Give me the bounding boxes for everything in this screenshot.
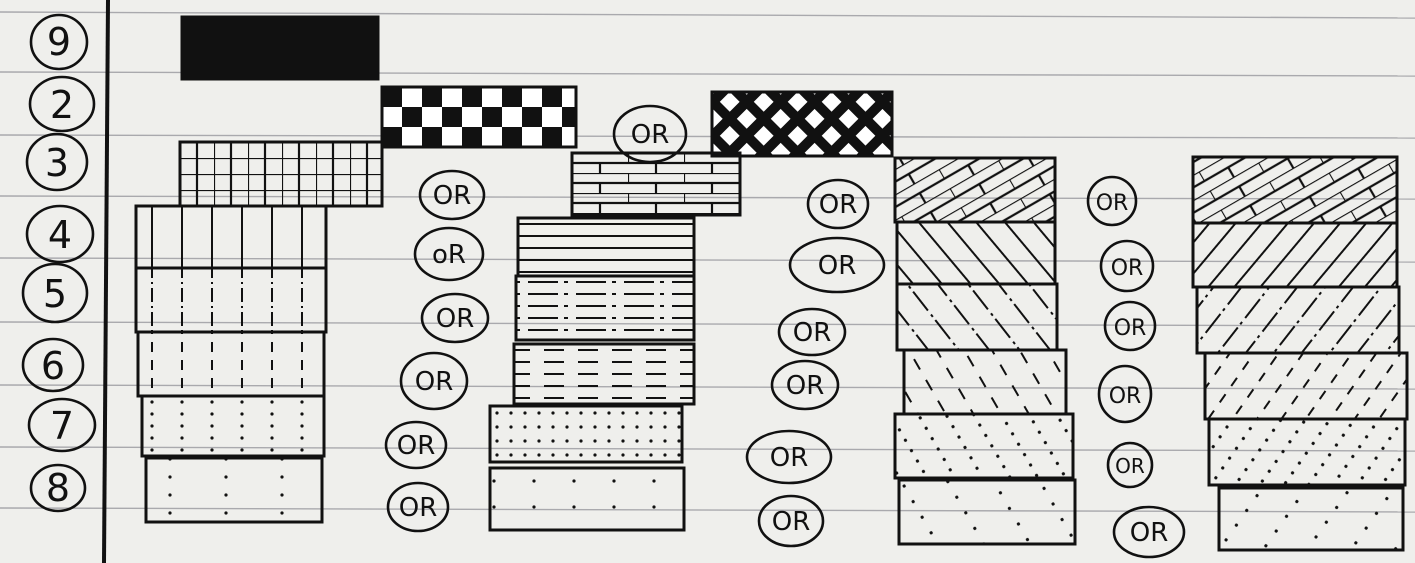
row-number: 9 xyxy=(47,20,71,64)
swatch-row2-diagonal-crosshatch xyxy=(712,92,892,156)
or-label: OR xyxy=(415,367,454,397)
or-label: OR xyxy=(1109,384,1142,409)
swatch-row5-vertical-dash-dot xyxy=(136,268,326,332)
swatch-row2-checkerboard xyxy=(382,87,576,147)
swatch-row6-diagonal-dashed xyxy=(904,350,1066,414)
or-label: OR xyxy=(786,371,825,401)
swatch-row6-horizontal-dashed xyxy=(514,344,694,404)
swatch-row8-sparse-horizontal-dots xyxy=(490,468,684,530)
swatch-row3-diagonal-brick xyxy=(895,158,1055,222)
swatch-row5-horizontal-dash-dot xyxy=(516,276,694,340)
or-label: OR xyxy=(1130,518,1169,548)
row-number: 2 xyxy=(50,83,74,127)
swatch-row4-horizontal-lines xyxy=(518,218,694,276)
swatch-row7-diagonal-dotted-alt xyxy=(1209,419,1405,485)
or-label: OR xyxy=(772,507,811,537)
or-label: OR xyxy=(1096,191,1129,216)
or-label: OR xyxy=(793,318,832,348)
or-label: OR xyxy=(436,304,475,334)
or-label: OR xyxy=(819,190,858,220)
swatch-row8-sparse-vertical-dots xyxy=(146,458,322,522)
or-label: oR xyxy=(432,240,466,270)
or-label: OR xyxy=(770,443,809,473)
or-label: OR xyxy=(399,493,438,523)
swatch-row5-diagonal-dash-dot xyxy=(897,284,1057,350)
or-label: OR xyxy=(433,181,472,211)
swatch-row4-vertical-lines xyxy=(136,206,326,268)
swatch-row7-diagonal-dotted xyxy=(895,414,1073,478)
or-label: OR xyxy=(818,251,857,281)
swatch-row8-sparse-diagonal-dots xyxy=(899,480,1075,544)
or-label: OR xyxy=(1114,316,1147,341)
row-number: 3 xyxy=(45,141,69,185)
swatch-row9-solid-black xyxy=(182,17,378,79)
row-number: 5 xyxy=(43,272,67,316)
row-number: 8 xyxy=(46,466,70,510)
or-label: OR xyxy=(397,431,436,461)
swatch-row7-vertical-dotted xyxy=(142,396,324,456)
or-label: OR xyxy=(1115,454,1145,478)
swatch-row6-vertical-dashed xyxy=(138,332,324,396)
or-label: OR xyxy=(631,120,670,150)
or-label: OR xyxy=(1111,256,1144,281)
row-number: 7 xyxy=(50,404,74,448)
row-number: 4 xyxy=(48,213,72,257)
swatch-row8-sparse-diagonal-dots-alt xyxy=(1219,488,1403,550)
swatch-row6-diagonal-dashed-alt xyxy=(1205,353,1407,419)
swatch-row4-diagonal-lines-alt xyxy=(1193,223,1397,287)
swatch-row7-horizontal-dotted xyxy=(490,406,682,462)
row-number: 6 xyxy=(41,344,65,388)
swatch-row3-grid-blocks xyxy=(180,142,382,206)
swatch-row3-diagonal-brick-alt xyxy=(1193,157,1397,223)
swatch-row4-diagonal-lines xyxy=(897,222,1055,284)
swatch-row5-diagonal-dash-dot-alt xyxy=(1197,287,1399,353)
